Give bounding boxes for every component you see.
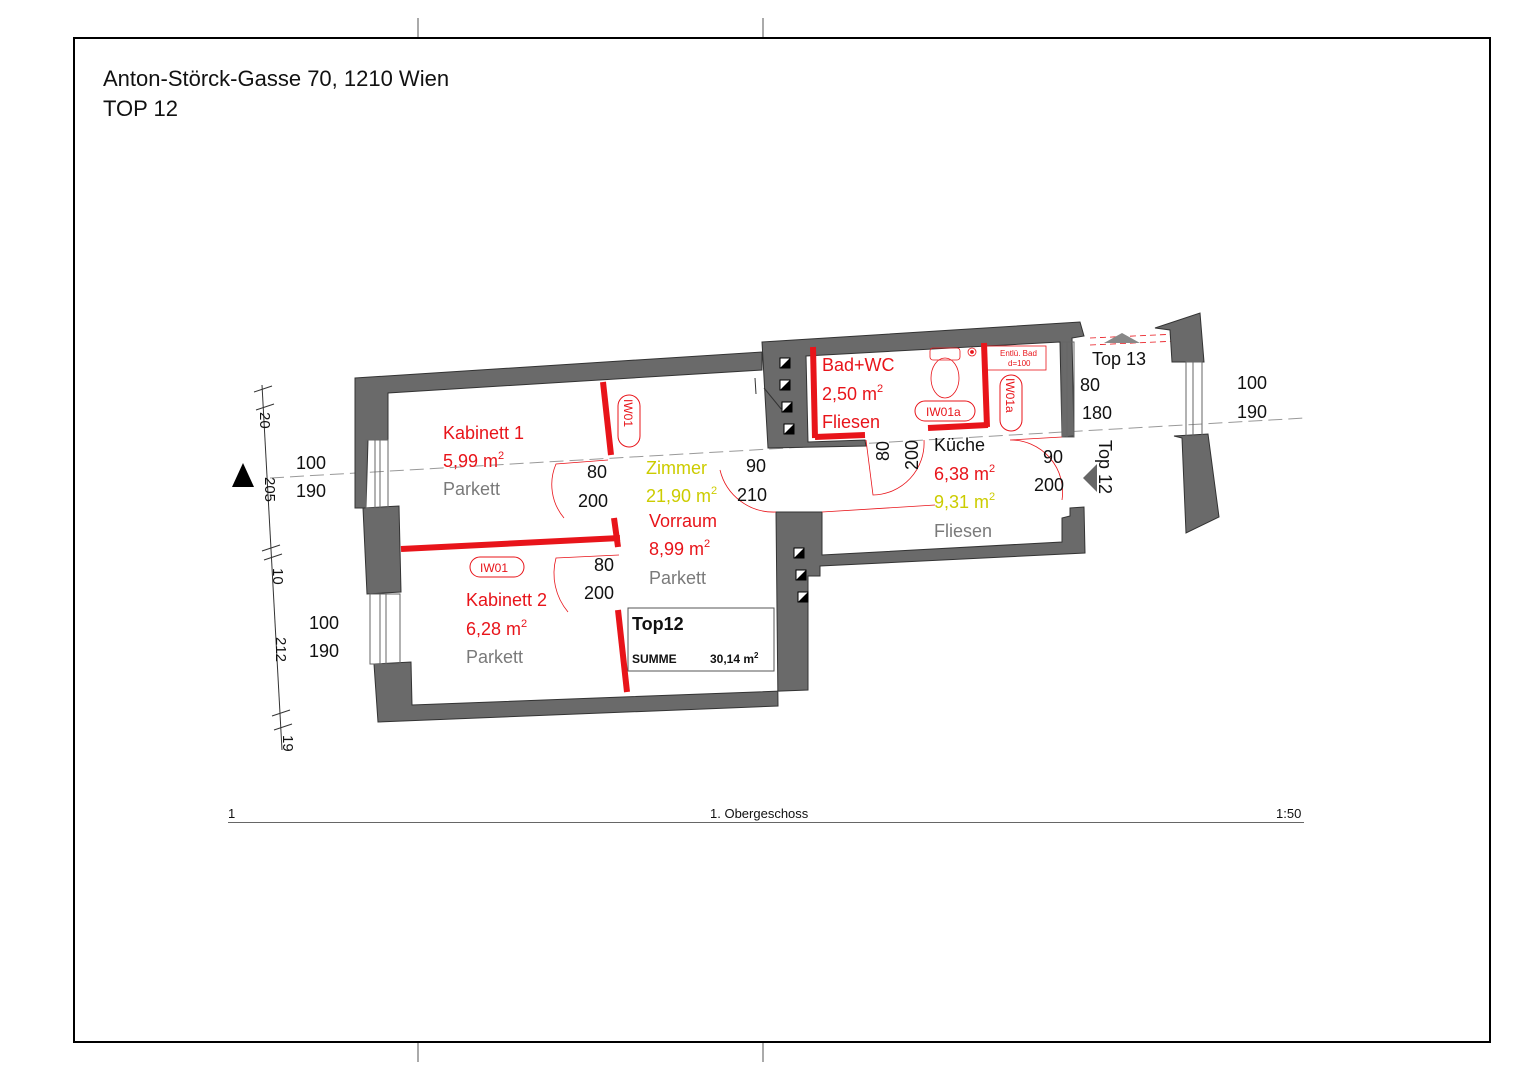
footer-rule bbox=[228, 822, 1304, 823]
new-walls bbox=[400, 342, 990, 693]
room-name-kabinett1: Kabinett 1 bbox=[443, 423, 524, 443]
window-dimensions: 100 190 100 190 80 180 100 190 bbox=[296, 373, 1267, 661]
exterior-walls bbox=[354, 312, 1220, 723]
room-area-bad: 2,50 m2 bbox=[822, 383, 883, 404]
door5-height: 200 bbox=[1034, 475, 1064, 495]
entrance-arrow-icon bbox=[1083, 464, 1097, 492]
door3-width: 90 bbox=[746, 456, 766, 476]
room-area-vorraum: 8,99 m2 bbox=[649, 538, 710, 559]
neighbour-top12: Top 12 bbox=[1095, 440, 1115, 494]
dim-20: 20 bbox=[256, 412, 273, 429]
summary-sum-value: 30,14 m2 bbox=[710, 651, 759, 666]
door-swings bbox=[551, 436, 1063, 613]
tag-iw01a-a bbox=[914, 400, 976, 422]
summary-sum-label: SUMME bbox=[632, 652, 677, 666]
neighbour-top13: Top 13 bbox=[1092, 349, 1146, 369]
scale-label: 1:50 bbox=[1276, 806, 1302, 821]
window3-width: 80 bbox=[1080, 375, 1100, 395]
tag-iw01-a bbox=[617, 394, 641, 448]
shaft-blocks bbox=[779, 357, 809, 603]
door2-height: 200 bbox=[584, 583, 614, 603]
dimension-chain bbox=[253, 384, 293, 751]
window2-height: 190 bbox=[309, 641, 339, 661]
door1-width: 80 bbox=[587, 462, 607, 482]
vent-label: Entlü. Bad bbox=[1000, 349, 1037, 358]
wall-tags bbox=[469, 374, 1023, 578]
door1-height: 200 bbox=[578, 491, 608, 511]
door4-height: 200 bbox=[902, 440, 922, 470]
dim-212: 212 bbox=[272, 637, 289, 662]
sanitary-fixtures bbox=[929, 345, 1047, 399]
windows bbox=[365, 341, 1203, 665]
drawing-frame bbox=[73, 37, 1491, 1043]
room-name-kabinett2: Kabinett 2 bbox=[466, 590, 547, 610]
room-name-kueche: Küche bbox=[934, 435, 985, 455]
room-area2-kueche: 9,31 m2 bbox=[934, 491, 995, 512]
tag-iw01a-a-text: IW01a bbox=[926, 405, 961, 419]
tag-iw01a-b-text: IW01a bbox=[1003, 378, 1017, 413]
door2-width: 80 bbox=[594, 555, 614, 575]
tag-iw01-a-text: IW01 bbox=[621, 399, 635, 427]
room-name-bad: Bad+WC bbox=[822, 355, 895, 375]
window1-height: 190 bbox=[296, 481, 326, 501]
dim-10: 10 bbox=[269, 568, 286, 585]
frame-ticks bbox=[417, 18, 764, 1062]
section-marker-left bbox=[232, 463, 254, 487]
window4-width: 100 bbox=[1237, 373, 1267, 393]
room-floor-kabinett1: Parkett bbox=[443, 479, 500, 499]
summary-box bbox=[627, 607, 775, 672]
floor-label: 1. Obergeschoss bbox=[710, 806, 809, 821]
window2-width: 100 bbox=[309, 613, 339, 633]
window1-width: 100 bbox=[296, 453, 326, 473]
room-area-kueche: 6,38 m2 bbox=[934, 463, 995, 484]
room-area-kabinett1: 5,99 m2 bbox=[443, 450, 504, 471]
window4-height: 190 bbox=[1237, 402, 1267, 422]
section-line bbox=[269, 417, 1306, 479]
tag-iw01a-b bbox=[999, 374, 1023, 432]
room-area-kabinett2: 6,28 m2 bbox=[466, 618, 527, 639]
tag-iw01-b-text: IW01 bbox=[480, 561, 508, 575]
room-name-zimmer: Zimmer bbox=[646, 458, 707, 478]
address-title: Anton-Störck-Gasse 70, 1210 Wien bbox=[103, 66, 450, 91]
room-floor-kabinett2: Parkett bbox=[466, 647, 523, 667]
room-floor-bad: Fliesen bbox=[822, 412, 880, 432]
room-name-vorraum: Vorraum bbox=[649, 511, 717, 531]
door5-width: 90 bbox=[1043, 447, 1063, 467]
window3-height: 180 bbox=[1082, 403, 1112, 423]
room-floor-vorraum: Parkett bbox=[649, 568, 706, 588]
dim-205: 205 bbox=[261, 477, 278, 502]
summary-label: Top12 bbox=[632, 614, 684, 634]
chain-dimension-labels: 20 205 10 212 19 bbox=[256, 412, 296, 752]
tag-iw01-b bbox=[469, 556, 525, 578]
unit-title: TOP 12 bbox=[103, 96, 179, 121]
room-floor-kueche: Fliesen bbox=[934, 521, 992, 541]
door-dimensions: 80 200 80 200 90 210 80 200 90 200 bbox=[578, 440, 1064, 603]
section-marker-right bbox=[1104, 333, 1140, 343]
door3-height: 210 bbox=[737, 485, 767, 505]
dim-19: 19 bbox=[279, 735, 296, 752]
door4-width: 80 bbox=[873, 441, 893, 461]
sheet-number: 1 bbox=[228, 806, 236, 821]
vent-diameter: d=100 bbox=[1008, 359, 1031, 368]
room-area-zimmer: 21,90 m2 bbox=[646, 485, 717, 506]
